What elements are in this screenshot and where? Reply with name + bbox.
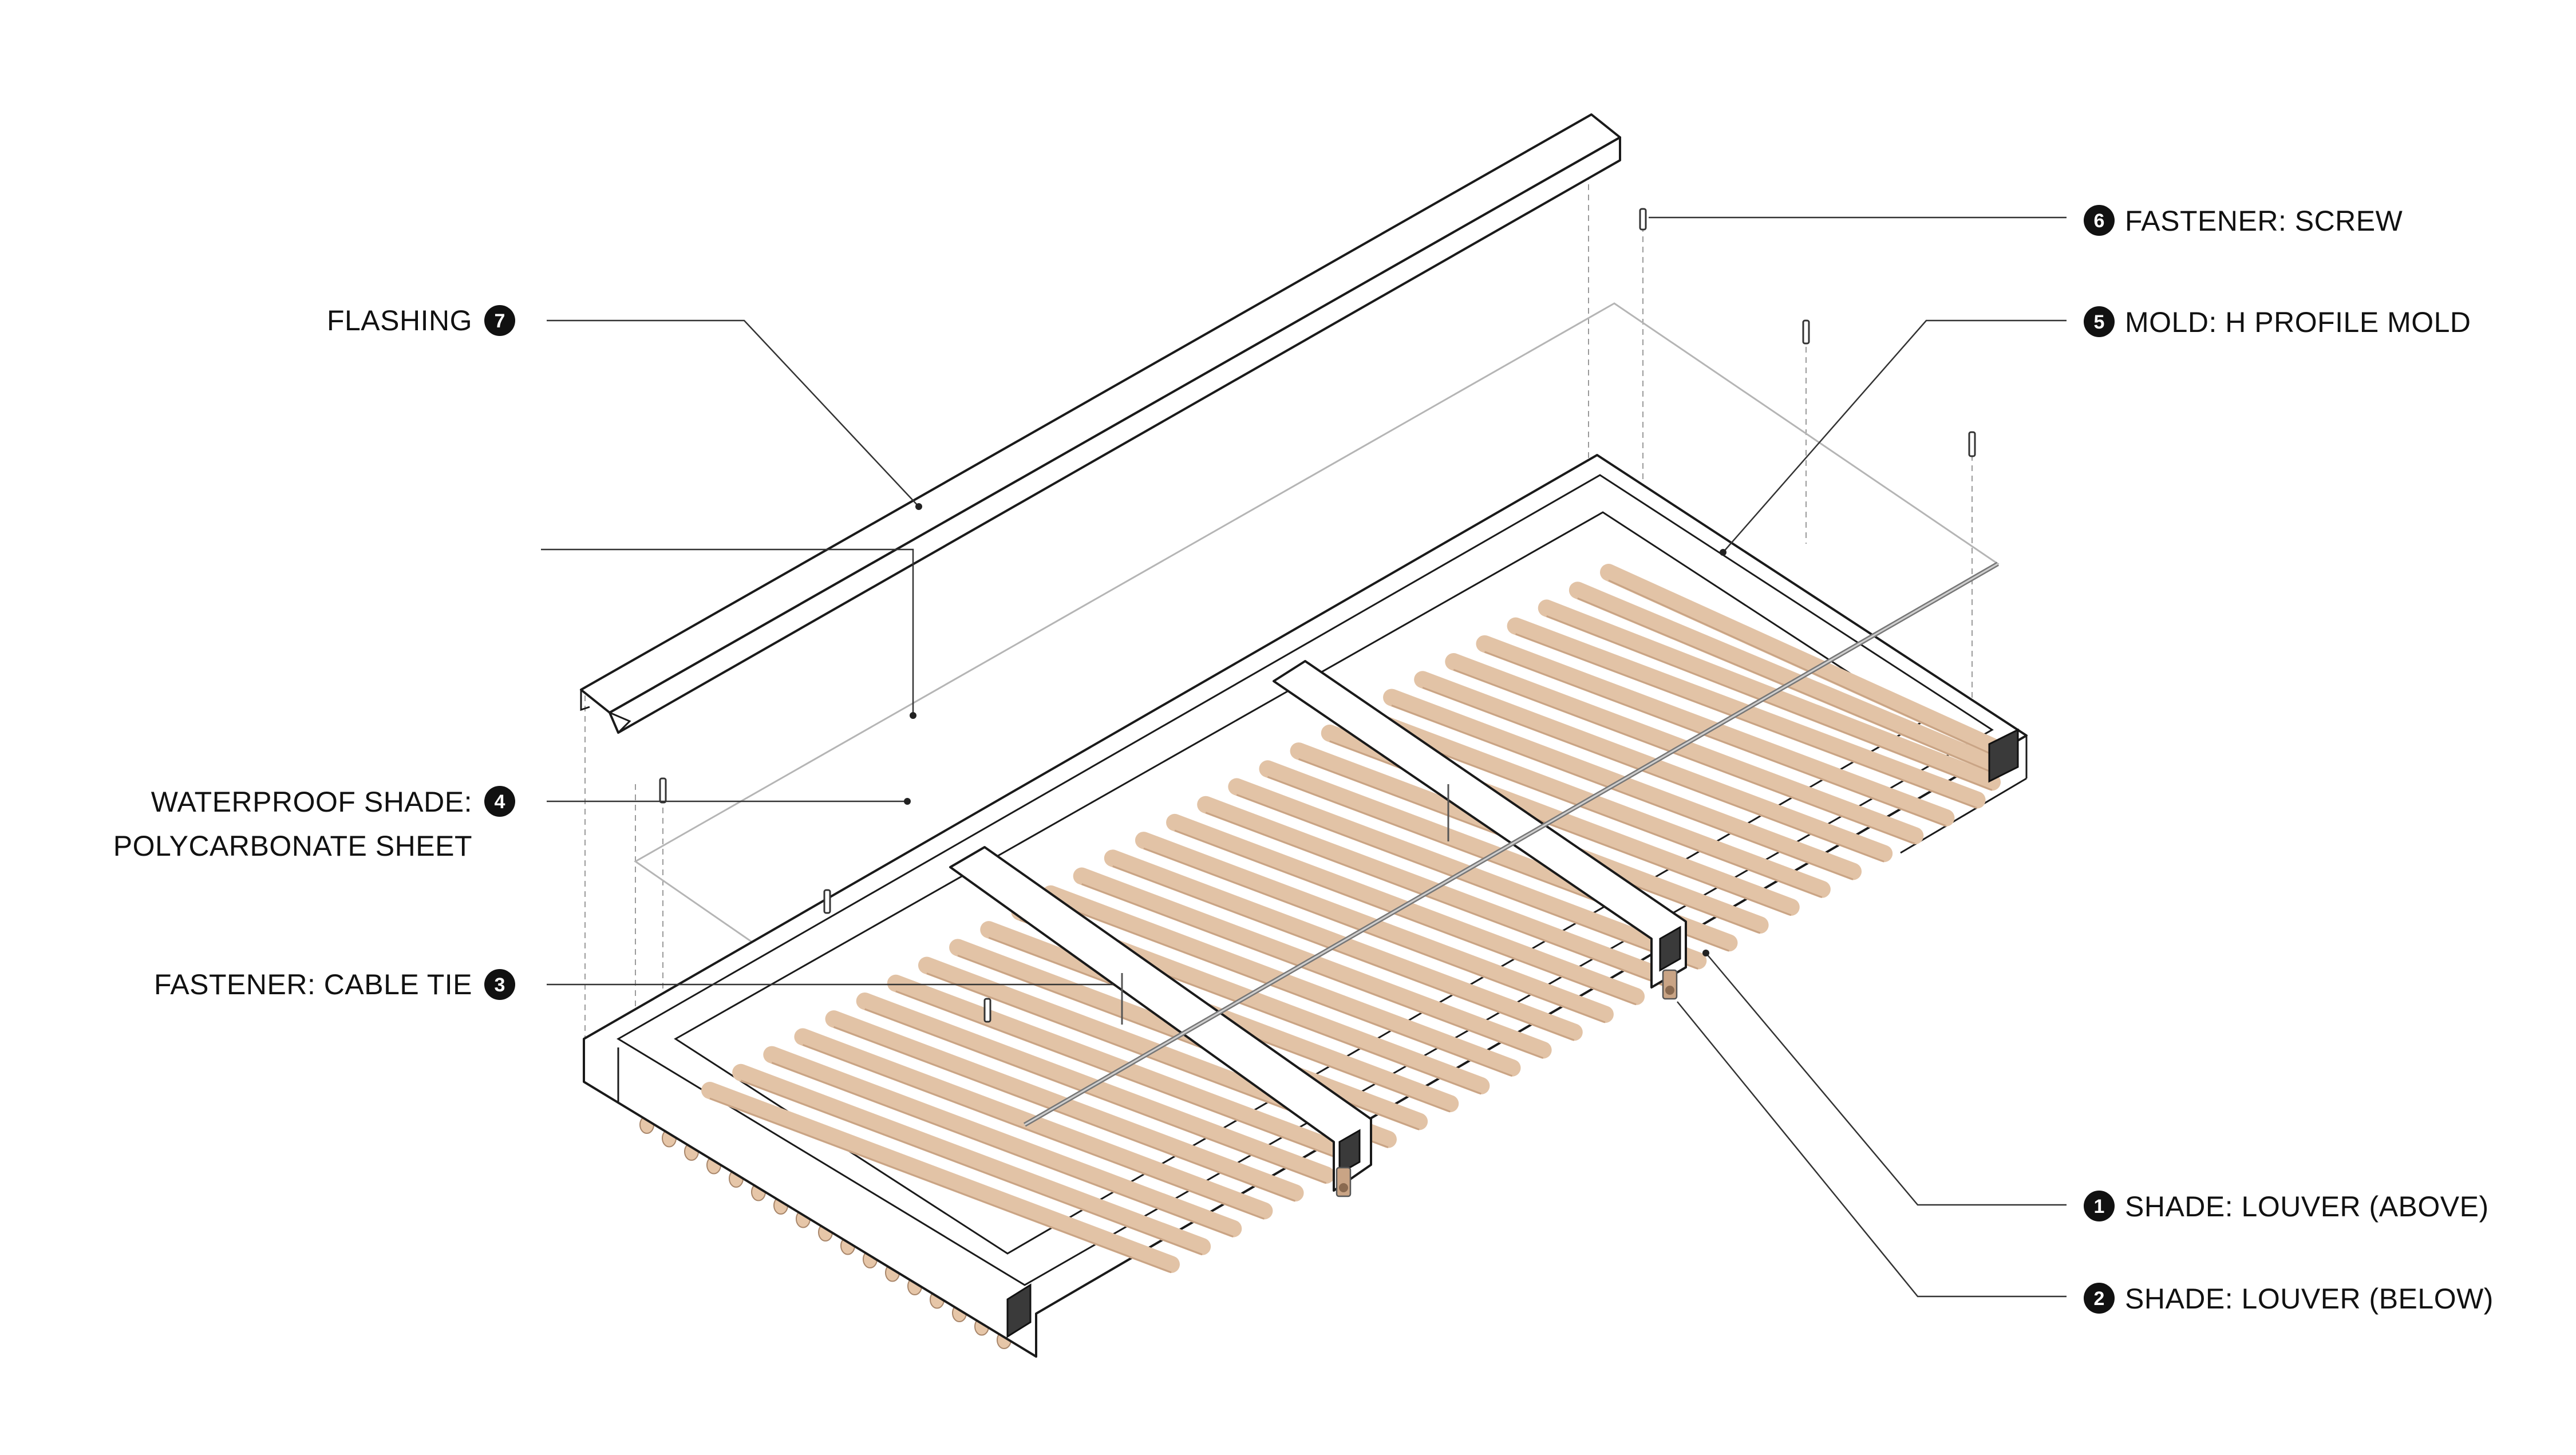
louver-slat <box>1414 671 1893 863</box>
louver-slat-edge <box>709 1097 1172 1274</box>
badge-3 <box>484 969 515 1000</box>
label-waterproof-line1: WATERPROOF SHADE: <box>151 786 472 818</box>
louver-slat <box>1476 635 1955 827</box>
louver-slat-edge <box>1422 686 1884 863</box>
badge-5 <box>2084 306 2115 337</box>
louver-slat-edge <box>895 990 1358 1167</box>
louver-slat <box>1104 849 1583 1041</box>
leader-lines <box>541 216 2067 1298</box>
louver-slat <box>1352 706 1831 898</box>
badge-4 <box>484 786 515 817</box>
label-fastener-screw-text: FASTENER: SCREW <box>2125 205 2403 237</box>
louver-slat <box>1507 617 1986 809</box>
label-mold-text: MOLD: H PROFILE MOLD <box>2125 306 2471 338</box>
label-fastener-screw: 6 FASTENER: SCREW <box>2084 205 2403 237</box>
louver-slat <box>1568 582 2001 773</box>
label-cable-tie: FASTENER: CABLE TIE 3 <box>154 968 515 1001</box>
label-louver-above-text: SHADE: LOUVER (ABOVE) <box>2125 1191 2489 1223</box>
badge-1 <box>2084 1191 2115 1221</box>
louver-slat <box>1383 689 1862 880</box>
badge-6-number: 6 <box>2094 210 2105 232</box>
badge-7-number: 7 <box>495 310 505 332</box>
louver-slat <box>1197 796 1676 987</box>
badge-6 <box>2084 205 2115 236</box>
louver-slat-edge <box>771 1062 1234 1237</box>
louver-slat-edge <box>1515 633 1978 809</box>
louver-slat <box>1445 653 1924 845</box>
louver-slat <box>887 974 1366 1166</box>
badge-2-number: 2 <box>2094 1288 2105 1310</box>
louver-slat <box>1228 778 1707 970</box>
label-flashing-text: FLASHING <box>327 305 472 337</box>
louver-slat-edge <box>864 1008 1327 1184</box>
label-cable-tie-text: FASTENER: CABLE TIE <box>154 968 472 1001</box>
louver-slat <box>1166 813 1645 1005</box>
badge-2 <box>2084 1283 2115 1314</box>
badge-1-number: 1 <box>2094 1196 2105 1217</box>
label-louver-above: 1 SHADE: LOUVER (ABOVE) <box>2084 1191 2489 1223</box>
label-louver-below: 2 SHADE: LOUVER (BELOW) <box>2084 1283 2494 1315</box>
louver-slat <box>1042 885 1521 1077</box>
badge-3-number: 3 <box>495 974 505 996</box>
louver-slat <box>763 1046 1242 1237</box>
louver-slat-edge <box>802 1043 1265 1220</box>
badge-7 <box>484 305 515 336</box>
label-waterproof-line2: POLYCARBONATE SHEET <box>113 830 472 862</box>
label-waterproof: WATERPROOF SHADE: 4 POLYCARBONATE SHEET <box>113 786 515 862</box>
louver-slat-edge <box>1205 812 1668 988</box>
label-flashing: FLASHING 7 <box>327 305 515 337</box>
label-louver-below-text: SHADE: LOUVER (BELOW) <box>2125 1283 2494 1315</box>
louver-slat-edge <box>833 1026 1296 1202</box>
louver-slat-edge <box>1174 829 1637 1006</box>
louver-slat-edge <box>1143 847 1606 1023</box>
louver-slat <box>1135 832 1614 1023</box>
cable-tie-icons <box>1121 784 1678 1197</box>
louver-slat-edge <box>1484 651 1946 827</box>
louver-slat-edge <box>740 1080 1203 1256</box>
louver-slat <box>701 1082 1180 1273</box>
louver-slat-edge <box>1453 669 1915 845</box>
badge-5-number: 5 <box>2094 311 2105 333</box>
label-mold: 5 MOLD: H PROFILE MOLD <box>2084 306 2471 338</box>
louver-slat <box>825 1010 1304 1202</box>
louver-slat <box>856 992 1335 1184</box>
louver-slat-edge <box>1050 901 1513 1077</box>
louver-slat-edge <box>1391 705 1854 880</box>
leader-dots <box>904 503 1726 956</box>
louver-slat-edge <box>1546 615 1993 791</box>
louver-slat <box>1600 564 2001 755</box>
flashing-piece <box>580 113 1621 734</box>
badge-4-number: 4 <box>495 791 505 813</box>
louver-slat-edge <box>1081 883 1544 1059</box>
louver-slat-edge <box>1112 865 1575 1041</box>
louver-slat-edge <box>1236 794 1698 970</box>
cross-beams <box>949 660 2019 1338</box>
louver-slat <box>794 1028 1273 1220</box>
louver-slat <box>732 1063 1211 1255</box>
screw-icons <box>659 208 1976 1023</box>
louver-slat-edge <box>1608 579 1993 756</box>
louver-slat <box>1073 867 1552 1059</box>
